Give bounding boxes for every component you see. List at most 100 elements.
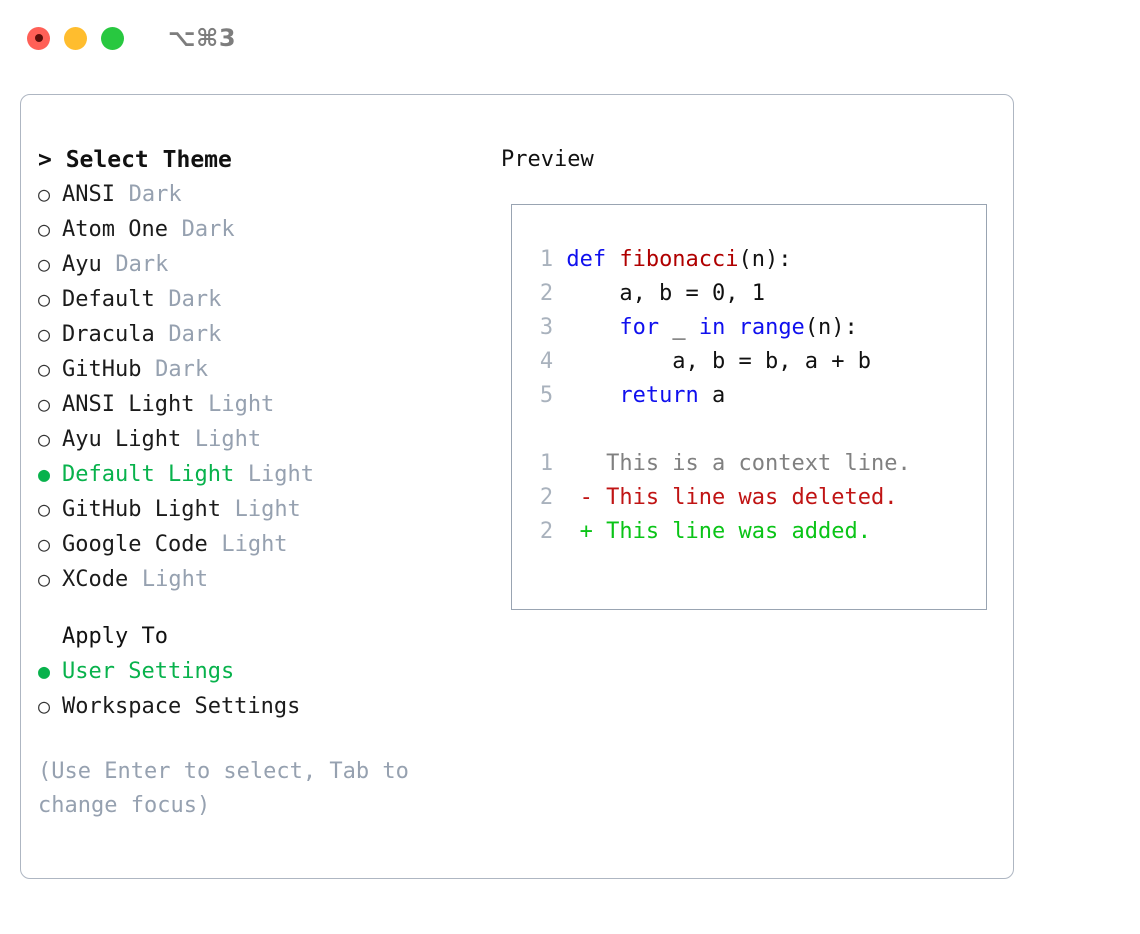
theme-option-github-light[interactable]: ○ GitHub Light Light bbox=[38, 492, 488, 527]
theme-name: GitHub bbox=[62, 357, 142, 382]
apply-to-option-workspace-settings[interactable]: ○ Workspace Settings bbox=[38, 689, 488, 724]
code-line: 1 def fibonacci(n): bbox=[530, 243, 911, 277]
theme-name: Default bbox=[62, 287, 155, 312]
code-token: def bbox=[566, 247, 620, 272]
radio-selected-icon: ● bbox=[38, 659, 51, 683]
radio-unselected-icon: ○ bbox=[38, 217, 51, 241]
radio-unselected-icon: ○ bbox=[38, 427, 51, 451]
theme-kind-label: Light bbox=[221, 532, 288, 557]
diff-line: 2 + This line was added. bbox=[530, 515, 911, 549]
theme-kind-label: Dark bbox=[128, 182, 182, 207]
code-line: 2 a, b = 0, 1 bbox=[530, 277, 911, 311]
radio-unselected-icon: ○ bbox=[38, 357, 51, 381]
code-token bbox=[566, 383, 619, 408]
title-bar: ⌥⌘3 bbox=[0, 0, 1140, 76]
radio-unselected-icon: ○ bbox=[38, 497, 51, 521]
code-token: for bbox=[619, 315, 660, 340]
theme-name: Ayu Light bbox=[62, 427, 182, 452]
code-token: range bbox=[738, 315, 805, 340]
line-number: 2 bbox=[539, 485, 554, 510]
diff-line: 2 - This line was deleted. bbox=[530, 481, 911, 515]
theme-kind-label: Dark bbox=[155, 357, 209, 382]
theme-option-atom-one[interactable]: ○ Atom One Dark bbox=[38, 212, 488, 247]
keyboard-shortcut-label: ⌥⌘3 bbox=[168, 24, 237, 52]
apply-to-label: User Settings bbox=[62, 659, 235, 684]
radio-unselected-icon: ○ bbox=[38, 567, 51, 591]
theme-name: Default Light bbox=[62, 462, 235, 487]
radio-unselected-icon: ○ bbox=[38, 694, 51, 718]
theme-name: Atom One bbox=[62, 217, 168, 242]
theme-name: XCode bbox=[62, 567, 129, 592]
theme-name: Ayu bbox=[62, 252, 102, 277]
minimize-button[interactable] bbox=[64, 26, 87, 50]
code-line: 3 for _ in range(n): bbox=[530, 311, 911, 345]
code-token: a, b = 0, 1 bbox=[566, 281, 766, 306]
theme-option-xcode[interactable]: ○ XCode Light bbox=[38, 562, 488, 597]
radio-unselected-icon: ○ bbox=[38, 532, 51, 556]
diff-text: + This line was added. bbox=[579, 519, 871, 544]
theme-option-default[interactable]: ○ Default Dark bbox=[38, 282, 488, 317]
apply-to-header: Apply To bbox=[62, 624, 168, 649]
line-number: 2 bbox=[539, 281, 554, 306]
theme-option-google-code[interactable]: ○ Google Code Light bbox=[38, 527, 488, 562]
apply-to-group: Apply To ● User Settings ○ Workspace Settin… bbox=[38, 620, 488, 724]
traffic-lights bbox=[27, 26, 124, 50]
theme-kind-label: Dark bbox=[181, 217, 235, 242]
line-number: 4 bbox=[539, 349, 554, 374]
theme-kind-label: Dark bbox=[168, 287, 222, 312]
code-token: in bbox=[698, 315, 726, 340]
theme-kind-label: Dark bbox=[168, 322, 222, 347]
theme-option-dracula[interactable]: ○ Dracula Dark bbox=[38, 317, 488, 352]
radio-unselected-icon: ○ bbox=[38, 182, 51, 206]
diff-text: - This line was deleted. bbox=[579, 485, 898, 510]
code-line: 4 a, b = b, a + b bbox=[530, 345, 911, 379]
keyboard-hint-text: (Use Enter to select, Tab to change focu… bbox=[38, 759, 409, 818]
close-button[interactable] bbox=[27, 26, 50, 50]
apply-to-option-user-settings[interactable]: ● User Settings bbox=[38, 654, 488, 689]
line-number: 1 bbox=[539, 247, 554, 272]
code-token: fibonacci bbox=[619, 247, 739, 272]
theme-name: Google Code bbox=[62, 532, 208, 557]
theme-kind-label: Light bbox=[141, 567, 209, 592]
theme-option-ansi-light[interactable]: ○ ANSI Light Light bbox=[38, 387, 488, 422]
apply-to-label: Workspace Settings bbox=[62, 694, 301, 719]
theme-kind-label: Light bbox=[208, 392, 275, 417]
radio-unselected-icon: ○ bbox=[38, 392, 51, 416]
preview-title: Preview bbox=[501, 147, 594, 172]
theme-name: ANSI Light bbox=[62, 392, 195, 417]
theme-name: GitHub Light bbox=[62, 497, 221, 522]
radio-unselected-icon: ○ bbox=[38, 287, 51, 311]
line-number: 1 bbox=[539, 451, 554, 476]
code-token: a, b = b, a + b bbox=[566, 349, 871, 374]
line-number: 5 bbox=[539, 383, 554, 408]
code-token: a bbox=[698, 383, 726, 408]
code-spacer bbox=[530, 413, 911, 447]
theme-kind-label: Light bbox=[234, 497, 301, 522]
apply-to-options: ● User Settings ○ Workspace Settings bbox=[38, 654, 488, 724]
theme-name: Dracula bbox=[62, 322, 155, 347]
theme-list-header: > Select Theme bbox=[38, 147, 232, 173]
radio-selected-icon: ● bbox=[38, 462, 51, 486]
radio-unselected-icon: ○ bbox=[38, 322, 51, 346]
diff-line: 1 This is a context line. bbox=[530, 447, 911, 481]
code-token bbox=[566, 315, 619, 340]
code-token: (n): bbox=[804, 315, 858, 340]
theme-option-github[interactable]: ○ GitHub Dark bbox=[38, 352, 488, 387]
theme-option-ansi[interactable]: ○ ANSI Dark bbox=[38, 177, 488, 212]
line-number: 2 bbox=[539, 519, 554, 544]
diff-text: This is a context line. bbox=[579, 451, 911, 476]
theme-kind-label: Light bbox=[194, 427, 262, 452]
code-token bbox=[725, 315, 738, 340]
theme-name: ANSI bbox=[62, 182, 115, 207]
maximize-button[interactable] bbox=[101, 26, 124, 50]
line-number: 3 bbox=[539, 315, 554, 340]
theme-option-ayu-light[interactable]: ○ Ayu Light Light bbox=[38, 422, 488, 457]
radio-unselected-icon: ○ bbox=[38, 252, 51, 276]
